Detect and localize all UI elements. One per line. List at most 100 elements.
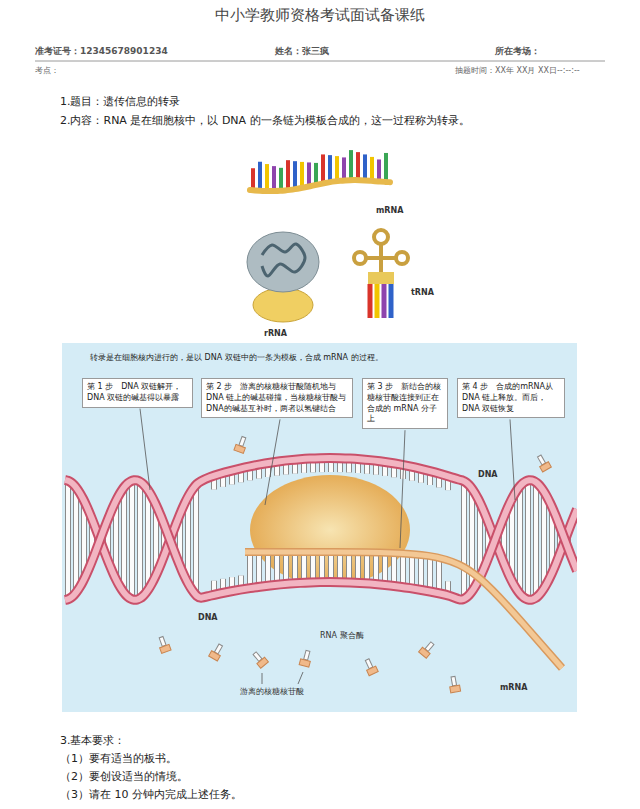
base (389, 284, 394, 318)
base (286, 160, 290, 190)
rrna-strand (262, 244, 305, 276)
nucleotide (448, 675, 461, 692)
header-field: 抽题时间：XX年 XX月 XX日--:--:-- (455, 66, 580, 76)
part-label: rRNA (264, 329, 287, 339)
nucleotide-base (306, 650, 309, 660)
nucleotide-base (241, 437, 244, 446)
nucleotide-sugar (450, 685, 461, 693)
nucleotide-base (540, 456, 544, 463)
base-pair (145, 490, 151, 590)
nucleotide (234, 435, 249, 453)
base-pair (146, 490, 150, 590)
part-label: DNA (196, 613, 220, 623)
nucleotide-sugar (160, 644, 171, 653)
base-pair (461, 481, 467, 599)
nucleotide-base (254, 653, 260, 661)
nucleotide-base (367, 659, 371, 668)
dna-strand (65, 480, 577, 600)
nucleotide-base (453, 676, 455, 686)
free-nucleotides (156, 435, 551, 693)
trna-loop (396, 252, 408, 264)
base (363, 154, 367, 180)
figure-panel: 转录是在细胞核内进行的，是以 DNA 双链中的一条为模板，合成 mRNA 的过程… (62, 343, 577, 712)
base-pair (73, 487, 79, 593)
nucleotide (250, 650, 268, 669)
nucleotide-sugar (299, 659, 310, 667)
base-pair (534, 482, 538, 598)
base-pair (65, 481, 71, 600)
trna-shape (354, 230, 408, 273)
item-text: 1.题目：遗传信息的转录 (60, 95, 181, 108)
nucleotide-base (306, 651, 308, 659)
base-pair (517, 486, 523, 594)
header-field: 所在考场： (495, 46, 540, 57)
header-field: 考点： (35, 66, 59, 76)
base (377, 159, 381, 181)
mrna-strand (245, 552, 562, 668)
dna-strand (65, 458, 577, 600)
nucleotide-base (217, 645, 221, 652)
nucleotide-base (426, 643, 432, 651)
base (428, 556, 432, 591)
nucleotide-base (241, 438, 244, 446)
dna-strand (65, 458, 577, 600)
base-pair (129, 481, 135, 600)
part-label: tRNA (411, 288, 434, 298)
base (258, 162, 262, 191)
nucleotide-sugar (209, 651, 221, 661)
dna-strand (65, 480, 577, 600)
base-pair (66, 481, 70, 600)
page-title: 中小学教师资格考试面试备课纸 (0, 6, 640, 24)
nucleotide-sugar (367, 666, 379, 676)
leader-line (298, 672, 303, 684)
base (265, 164, 269, 191)
base-pair (130, 481, 134, 600)
base (328, 155, 332, 182)
base-pair (542, 491, 546, 588)
base (382, 284, 387, 318)
base-pair (525, 480, 531, 600)
base (279, 168, 283, 191)
step-box: 第 2 步 游离的核糖核苷酸随机地与 DNA 链上的碱基碰撞，当核糖核苷酸与DN… (201, 378, 353, 418)
base-pair (121, 487, 127, 593)
base-pair (194, 485, 198, 595)
nucleotide-base (539, 456, 544, 465)
part-label: mRNA (376, 206, 403, 216)
nucleotide-base (453, 677, 454, 685)
nucleotide-base (255, 654, 260, 660)
base (342, 157, 346, 180)
base-pair (533, 482, 539, 598)
base-pair (193, 485, 199, 595)
nucleotide (156, 635, 171, 653)
leader-line (262, 673, 263, 684)
nucleotide-base (367, 660, 370, 667)
base-pair (137, 482, 143, 599)
leader-line (140, 409, 150, 490)
panel-caption: 转录是在细胞核内进行的，是以 DNA 双链中的一条为模板，合成 mRNA 的过程… (62, 343, 577, 363)
header-rule (35, 61, 605, 62)
header-field: 准考证号：12345678901234 (35, 46, 168, 57)
part-label: 游离的核糖核苷酸 (238, 687, 306, 697)
base (300, 162, 304, 188)
base-pair (526, 480, 530, 600)
trna-bases (368, 284, 394, 318)
step-box: 第 3 步 新结合的核糖核苷酸连接到正在合成的 mRNA 分子上 (362, 378, 448, 429)
item-text: （2）要创设适当的情境。 (60, 770, 188, 783)
base (272, 166, 276, 191)
nucleotide-base (161, 637, 164, 646)
step-text: 第 4 步 合成的mRNA从 DNA 链上释放。而后，DNA 双链恢复 (462, 382, 560, 414)
base (349, 150, 353, 180)
base (293, 161, 297, 189)
nucleotide-sugar (419, 647, 431, 658)
leader-line (265, 419, 280, 505)
part-label: mRNA (498, 683, 529, 693)
step-box: 第 4 步 合成的mRNA从 DNA 链上释放。而后，DNA 双链恢复 (457, 378, 565, 418)
rna-polymerase (250, 475, 410, 585)
item-text: 2.内容：RNA 是在细胞核中，以 DNA 的一条链为模板合成的，这一过程称为转… (60, 114, 470, 127)
nucleotide (419, 640, 437, 659)
base-pair (462, 481, 466, 599)
base (356, 152, 360, 180)
trna-arm (366, 256, 396, 260)
base (335, 156, 339, 181)
base (251, 168, 255, 190)
